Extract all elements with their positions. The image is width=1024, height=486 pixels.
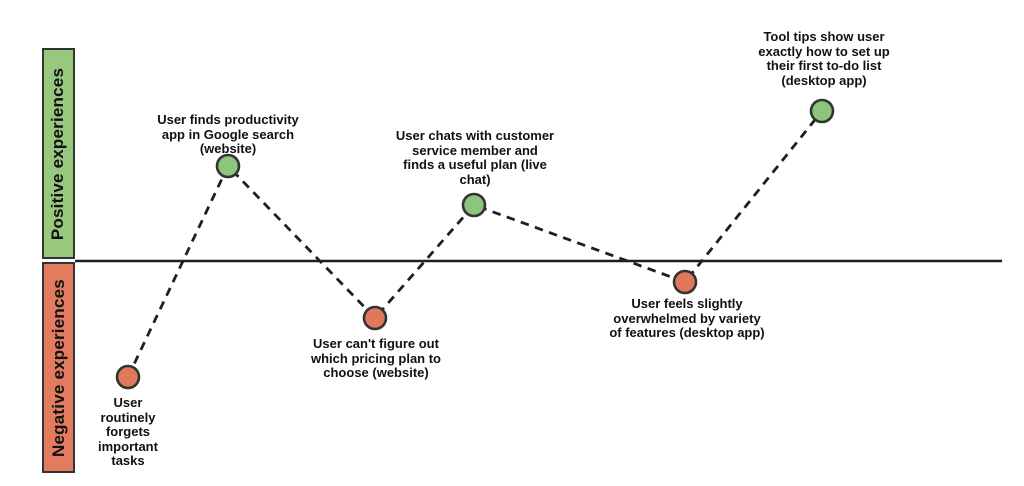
journey-point-2-negative: [362, 305, 388, 331]
point-label-tooltips: Tool tips show user exactly how to set u…: [758, 29, 890, 88]
positive-experiences-band: Positive experiences: [42, 48, 75, 259]
negative-experiences-band: Negative experiences: [42, 262, 75, 473]
point-label-customer-chat: User chats with customer service member …: [395, 128, 555, 187]
point-label-forgets-tasks: User routinely forgets important tasks: [98, 395, 158, 468]
journey-point-4-negative: [672, 269, 698, 295]
journey-point-5-positive: [809, 98, 835, 124]
journey-point-1-positive: [215, 153, 241, 179]
journey-point-3-positive: [461, 192, 487, 218]
point-label-pricing-confusion: User can't figure out which pricing plan…: [311, 336, 441, 380]
point-label-overwhelmed: User feels slightly overwhelmed by varie…: [609, 296, 765, 340]
journey-dashed-line: [126, 110, 824, 378]
point-label-finds-app: User finds productivity app in Google se…: [157, 112, 299, 156]
journey-point-0-negative: [115, 364, 141, 390]
